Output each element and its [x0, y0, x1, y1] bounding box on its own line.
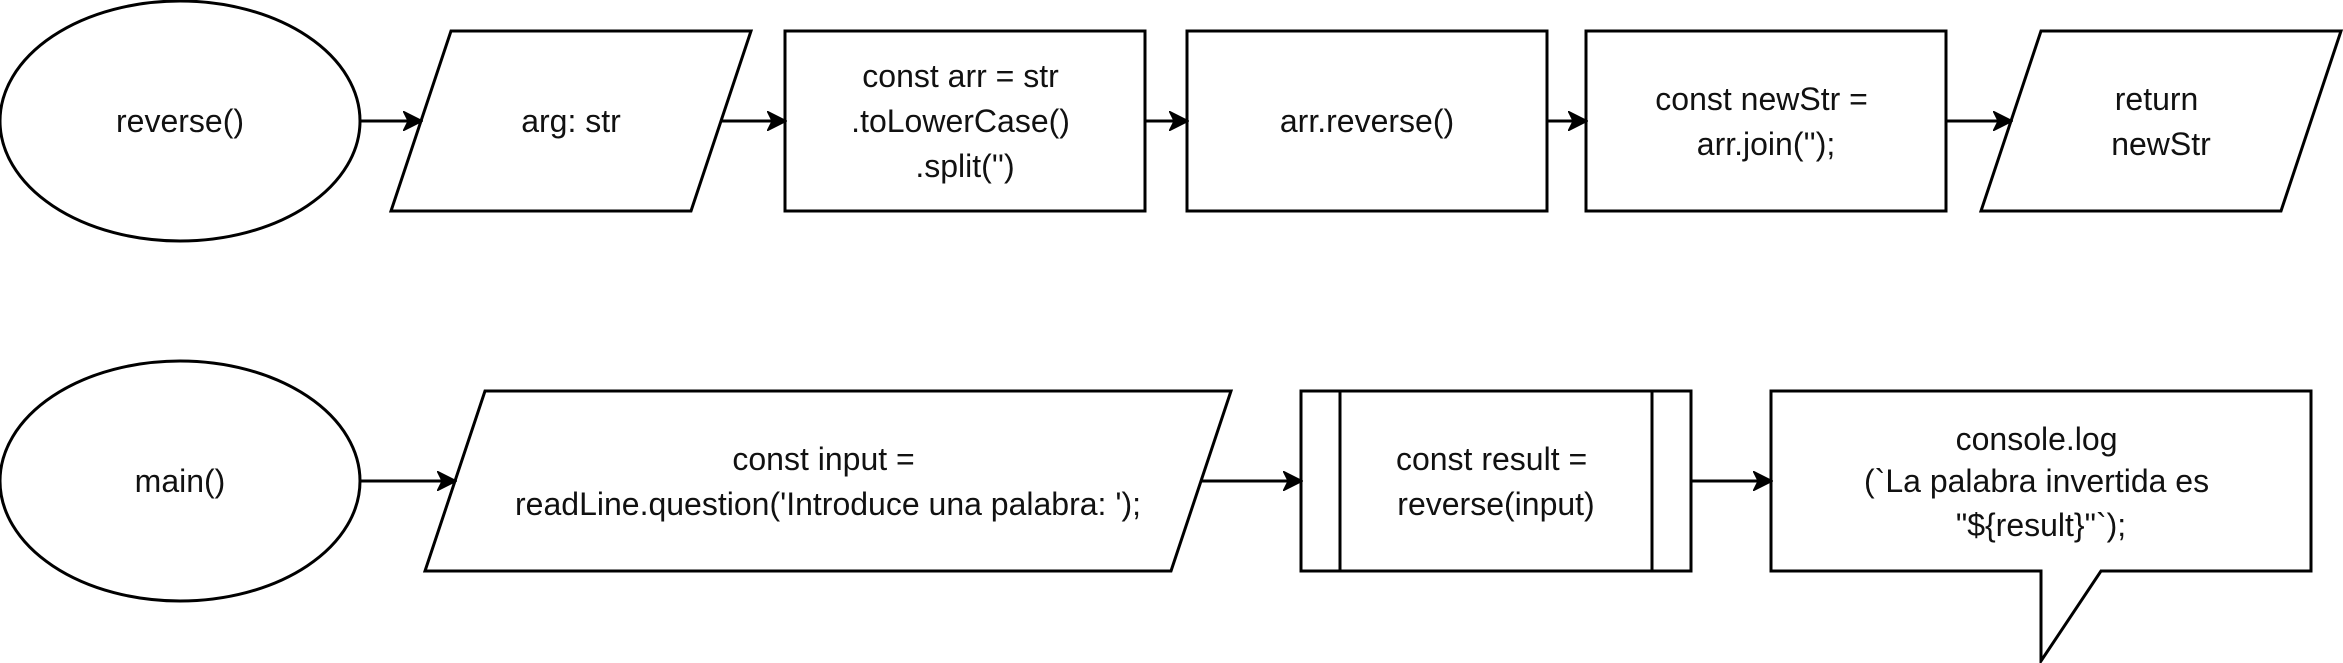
node-join-text-1: const newStr =: [1655, 81, 1868, 117]
svg-text:main(): main(): [135, 463, 226, 499]
svg-text:const arr = str .toLower: const arr = str .toLowerCase() .split(''…: [851, 58, 1079, 184]
node-reverse-terminator: reverse(): [0, 0, 362, 243]
node-return-text-1: return: [2115, 81, 2199, 117]
node-split-process: const arr = str .toLowerCase() .split(''…: [783, 29, 1147, 213]
node-log-callout: console.log (`La palabra invertida es "$…: [1769, 389, 2313, 663]
svg-text:console.log (`La palabra: console.log (`La palabra invertida es "$…: [1864, 421, 2218, 543]
node-arr-reverse-process: arr.reverse(): [1185, 29, 1549, 213]
svg-text:return newStr: return newStr: [2111, 81, 2211, 162]
node-reverse-text-1: reverse(): [116, 103, 244, 139]
svg-text:const input = readLine.q: const input = readLine.question('Introdu…: [515, 441, 1141, 522]
node-main-terminator: main(): [0, 359, 362, 603]
node-log-text-3: "${result}"`);: [1956, 507, 2126, 543]
node-arr-reverse-text-1: arr.reverse(): [1280, 103, 1454, 139]
node-input-text-1: const input =: [732, 441, 914, 477]
node-split-text-2: .toLowerCase(): [851, 103, 1070, 139]
node-arg-text-1: arg: str: [521, 103, 621, 139]
svg-text:const result = reverse(i: const result = reverse(input): [1396, 441, 1596, 522]
node-log-text-1: console.log: [1956, 421, 2118, 457]
node-result-text-2: reverse(input): [1397, 486, 1594, 522]
svg-text:arr.reverse(): arr.reverse(): [1280, 103, 1454, 139]
node-log-text-2: (`La palabra invertida es: [1864, 463, 2209, 499]
node-input-io: const input = readLine.question('Introdu…: [422, 389, 1234, 573]
node-split-text-3: .split(''): [915, 148, 1014, 184]
node-result-text-1: const result =: [1396, 441, 1587, 477]
svg-text:const newStr = arr.join(: const newStr = arr.join('');: [1655, 81, 1876, 162]
node-main-text-1: main(): [135, 463, 226, 499]
node-arg-input: arg: str: [388, 29, 754, 213]
node-return-text-2: newStr: [2111, 126, 2211, 162]
node-result-predefined-process: const result = reverse(input): [1299, 389, 1693, 573]
node-join-process: const newStr = arr.join('');: [1584, 29, 1948, 213]
node-input-text-2: readLine.question('Introduce una palabra…: [515, 486, 1141, 522]
svg-text:arg: str: arg: str: [521, 103, 621, 139]
node-return-output: return newStr: [1978, 29, 2343, 213]
svg-text:reverse(): reverse(): [116, 103, 244, 139]
node-split-text-1: const arr = str: [862, 58, 1059, 94]
node-join-text-2: arr.join('');: [1697, 126, 1835, 162]
